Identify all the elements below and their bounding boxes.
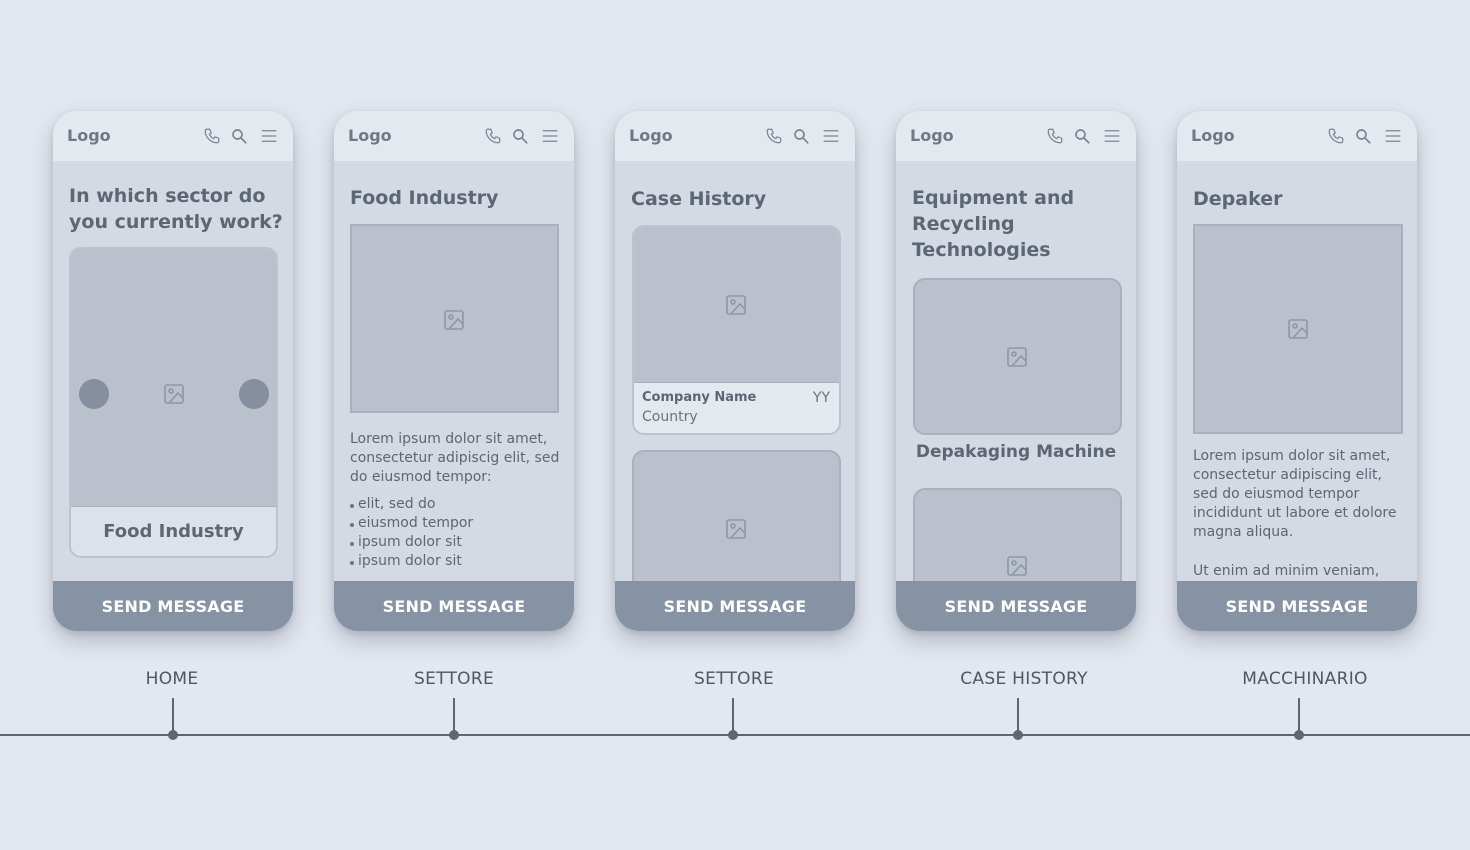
send-message-button[interactable]: SEND MESSAGE (53, 581, 293, 631)
menu-icon[interactable] (259, 127, 279, 145)
timeline-tick (172, 698, 174, 735)
image-placeholder (634, 227, 839, 383)
case-history-card[interactable]: Company Name YY Country (632, 225, 841, 435)
phone-header: Logo (53, 111, 293, 161)
phone-body: Depaker Lorem ipsum dolor sit amet, cons… (1177, 161, 1417, 581)
page-title: Food Industry (350, 187, 499, 209)
timeline-label-settore: SETTORE (693, 669, 775, 689)
timeline-label-macchinario: MACCHINARIO (1242, 669, 1368, 689)
search-icon[interactable] (1073, 127, 1091, 145)
phone-body: Equipment and Recycling Technologies Dep… (896, 161, 1136, 581)
phone-icon[interactable] (484, 127, 502, 145)
page-title: Case History (631, 188, 767, 210)
timeline-node (449, 730, 459, 740)
year-label: YY (812, 390, 830, 406)
image-icon (724, 293, 748, 317)
phone-icon[interactable] (1046, 127, 1064, 145)
image-icon (1005, 554, 1029, 578)
send-message-button[interactable]: SEND MESSAGE (1177, 581, 1417, 631)
image-icon (1005, 345, 1029, 369)
country-label: Country (642, 409, 698, 425)
phone-body: Food Industry Lorem ipsum dolor sit amet… (334, 161, 574, 581)
list-item: elit, sed do (350, 495, 560, 514)
description-text: Lorem ipsum dolor sit amet, consectetur … (350, 431, 560, 485)
image-placeholder (71, 249, 276, 507)
carousel-next-button[interactable] (239, 379, 269, 409)
phone-icon[interactable] (765, 127, 783, 145)
timeline-node (728, 730, 738, 740)
timeline-node (1294, 730, 1304, 740)
timeline-tick (1298, 698, 1300, 735)
description-text: Ut enim ad minim veniam, quis (1193, 563, 1380, 579)
menu-icon[interactable] (540, 127, 560, 145)
list-item: ipsum dolor sit (350, 533, 560, 552)
timeline-label-home: HOME (145, 669, 199, 689)
case-history-card[interactable] (632, 450, 841, 581)
carousel-caption: Food Industry (103, 521, 244, 542)
send-message-button[interactable]: SEND MESSAGE (896, 581, 1136, 631)
phone-screen-macchinario: Logo Depaker Lorem ipsum dolor sit amet,… (1177, 111, 1417, 631)
phone-body: Case History Company Name YY Country (615, 161, 855, 581)
image-placeholder (1193, 224, 1403, 434)
send-message-button[interactable]: SEND MESSAGE (334, 581, 574, 631)
phone-header: Logo (615, 111, 855, 161)
menu-icon[interactable] (1383, 127, 1403, 145)
bullet-list: elit, sed do eiusmod tempor ipsum dolor … (350, 495, 560, 571)
timeline-node (168, 730, 178, 740)
menu-icon[interactable] (1102, 127, 1122, 145)
logo[interactable]: Logo (910, 126, 954, 145)
phone-body: In which sector do you currently work? F… (53, 161, 293, 581)
list-item: ipsum dolor sit (350, 552, 560, 571)
sector-carousel[interactable]: Food Industry (69, 247, 278, 558)
page-title: In which sector do you currently work? (69, 185, 283, 233)
page-title: Depaker (1193, 188, 1283, 210)
search-icon[interactable] (1354, 127, 1372, 145)
logo[interactable]: Logo (629, 126, 673, 145)
image-icon (724, 517, 748, 541)
logo[interactable]: Logo (1191, 126, 1235, 145)
phone-screen-settore: Logo Food Industry Lorem ipsum dolor sit… (334, 111, 574, 631)
phone-icon[interactable] (203, 127, 221, 145)
phone-screen-home: Logo In which sector do you currently wo… (53, 111, 293, 631)
logo[interactable]: Logo (67, 126, 111, 145)
menu-icon[interactable] (821, 127, 841, 145)
image-placeholder (350, 224, 559, 413)
phone-header: Logo (896, 111, 1136, 161)
description-text: Lorem ipsum dolor sit amet, consectetur … (1193, 448, 1397, 540)
machine-caption: Depakaging Machine (915, 442, 1117, 462)
phone-screen-equipment: Logo Equipment and Recycling Technologie… (896, 111, 1136, 631)
list-item: eiusmod tempor (350, 514, 560, 533)
phone-icon[interactable] (1327, 127, 1345, 145)
send-message-button[interactable]: SEND MESSAGE (615, 581, 855, 631)
timeline-node (1013, 730, 1023, 740)
image-icon (442, 308, 466, 332)
carousel-prev-button[interactable] (79, 379, 109, 409)
image-icon (1286, 317, 1310, 341)
timeline-label-settore: SETTORE (413, 669, 495, 689)
search-icon[interactable] (511, 127, 529, 145)
phone-screen-case-history: Logo Case History Company Name YY Countr… (615, 111, 855, 631)
logo[interactable]: Logo (348, 126, 392, 145)
machine-card-image[interactable] (913, 488, 1122, 581)
company-name: Company Name (642, 390, 757, 405)
timeline-tick (732, 698, 734, 735)
page-title: Equipment and Recycling Technologies (912, 187, 1075, 261)
timeline-tick (1017, 698, 1019, 735)
phone-header: Logo (334, 111, 574, 161)
timeline-tick (453, 698, 455, 735)
machine-card-image[interactable] (913, 278, 1122, 435)
search-icon[interactable] (792, 127, 810, 145)
phone-header: Logo (1177, 111, 1417, 161)
search-icon[interactable] (230, 127, 248, 145)
image-icon (162, 382, 186, 406)
timeline-label-case-history: CASE HISTORY (960, 669, 1088, 689)
